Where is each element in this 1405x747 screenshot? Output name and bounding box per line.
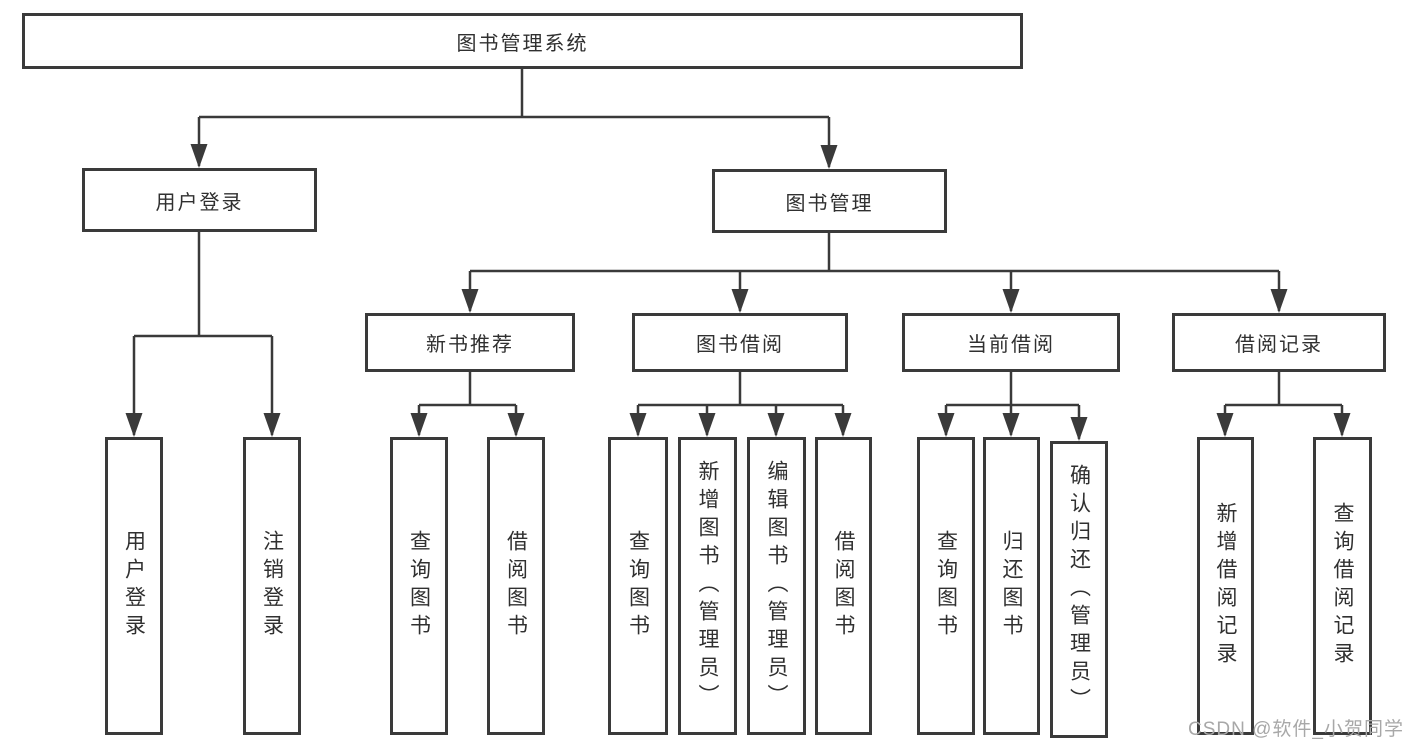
- arrowheads-new-book-recommend-branch: [410, 413, 525, 437]
- arrowheads-book-borrowing-branch: [629, 413, 852, 437]
- connector-user-login-branch: [132, 232, 274, 435]
- node-confirm-return-admin: 确认归还（管理员）: [1050, 441, 1108, 738]
- node-user-login: 用户登录: [82, 168, 317, 232]
- csdn-watermark: CSDN @软件_小贺同学: [1188, 719, 1404, 740]
- node-logout-action: 注销登录: [243, 437, 301, 735]
- arrowheads-borrowing-records-branch: [1216, 413, 1351, 437]
- node-root-system: 图书管理系统: [22, 13, 1023, 69]
- node-return-books: 归还图书: [983, 437, 1040, 735]
- node-edit-books-admin: 编辑图书（管理员）: [747, 437, 806, 735]
- connector-new-book-recommend-branch: [417, 372, 518, 435]
- node-current-borrowing: 当前借阅: [902, 313, 1120, 372]
- node-add-books-admin: 新增图书（管理员）: [678, 437, 737, 735]
- node-borrowing-records: 借阅记录: [1172, 313, 1386, 372]
- connector-borrowing-records-branch: [1223, 372, 1344, 435]
- arrowheads-root-to-level2: [190, 144, 838, 169]
- connector-book-management-to-level3: [468, 233, 1281, 311]
- node-query-borrow-record: 查询借阅记录: [1313, 437, 1372, 735]
- connector-root-to-level2: [197, 69, 831, 167]
- node-query-books-current: 查询图书: [917, 437, 975, 735]
- node-query-books-borrow: 查询图书: [608, 437, 668, 735]
- connector-book-borrowing-branch: [636, 372, 845, 435]
- node-query-books-recommend: 查询图书: [390, 437, 448, 735]
- arrowheads-user-login-branch: [125, 413, 281, 437]
- node-book-borrowing: 图书借阅: [632, 313, 848, 372]
- node-borrow-books-borrow: 借阅图书: [815, 437, 872, 735]
- arrowheads-book-management-to-level3: [461, 289, 1288, 313]
- node-add-borrow-record: 新增借阅记录: [1197, 437, 1254, 735]
- node-book-management: 图书管理: [712, 169, 947, 233]
- node-borrow-books-recommend: 借阅图书: [487, 437, 545, 735]
- node-new-book-recommend: 新书推荐: [365, 313, 575, 372]
- node-user-login-action: 用户登录: [105, 437, 163, 735]
- arrowheads-current-borrowing-branch: [937, 413, 1088, 441]
